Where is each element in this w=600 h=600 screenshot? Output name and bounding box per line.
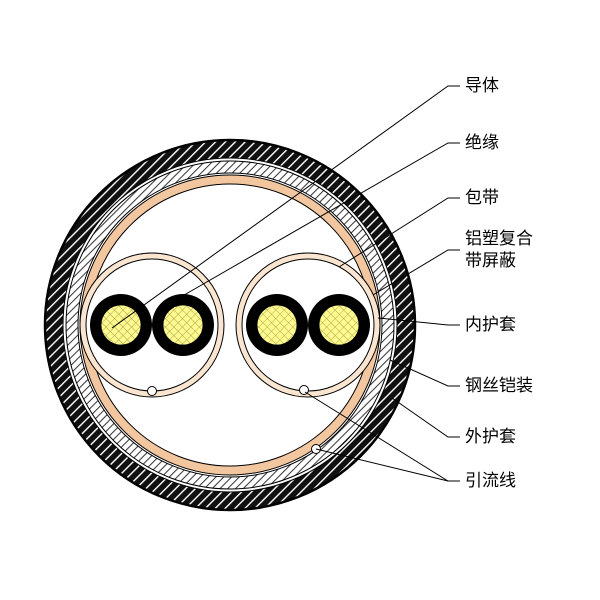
leader-line-insulation: [171, 142, 460, 303]
label-outer-sheath: 外护套: [465, 427, 516, 446]
conductor-core: [162, 304, 204, 346]
leader-line-drain-wire-2: [315, 448, 449, 482]
leader-line-tape: [338, 197, 460, 268]
leader-line-inner-sheath: [377, 317, 460, 326]
leader-line-armor: [389, 359, 460, 387]
label-conductor: 导体: [465, 76, 499, 95]
conductor-core: [318, 304, 360, 346]
label-steel-wire-armor: 钢丝铠装: [465, 376, 533, 395]
leader-line-conductor: [111, 85, 460, 329]
label-tape: 包带: [465, 188, 499, 207]
pair-unit-left: [79, 252, 225, 398]
label-al-plastic-shield: 铝塑复合带屏蔽: [465, 229, 533, 270]
label-insulation: 绝缘: [465, 133, 499, 152]
label-inner-sheath: 内护套: [465, 315, 516, 334]
leader-line-al-shield: [372, 249, 460, 296]
conductor-core: [256, 304, 298, 346]
leader-line-outer-sheath: [391, 397, 460, 438]
leader-lines: [111, 85, 460, 482]
conductor-core: [100, 304, 142, 346]
pair-unit-right: [235, 252, 381, 454]
label-drain-wire: 引流线: [465, 471, 516, 490]
drain-wire: [147, 386, 157, 396]
